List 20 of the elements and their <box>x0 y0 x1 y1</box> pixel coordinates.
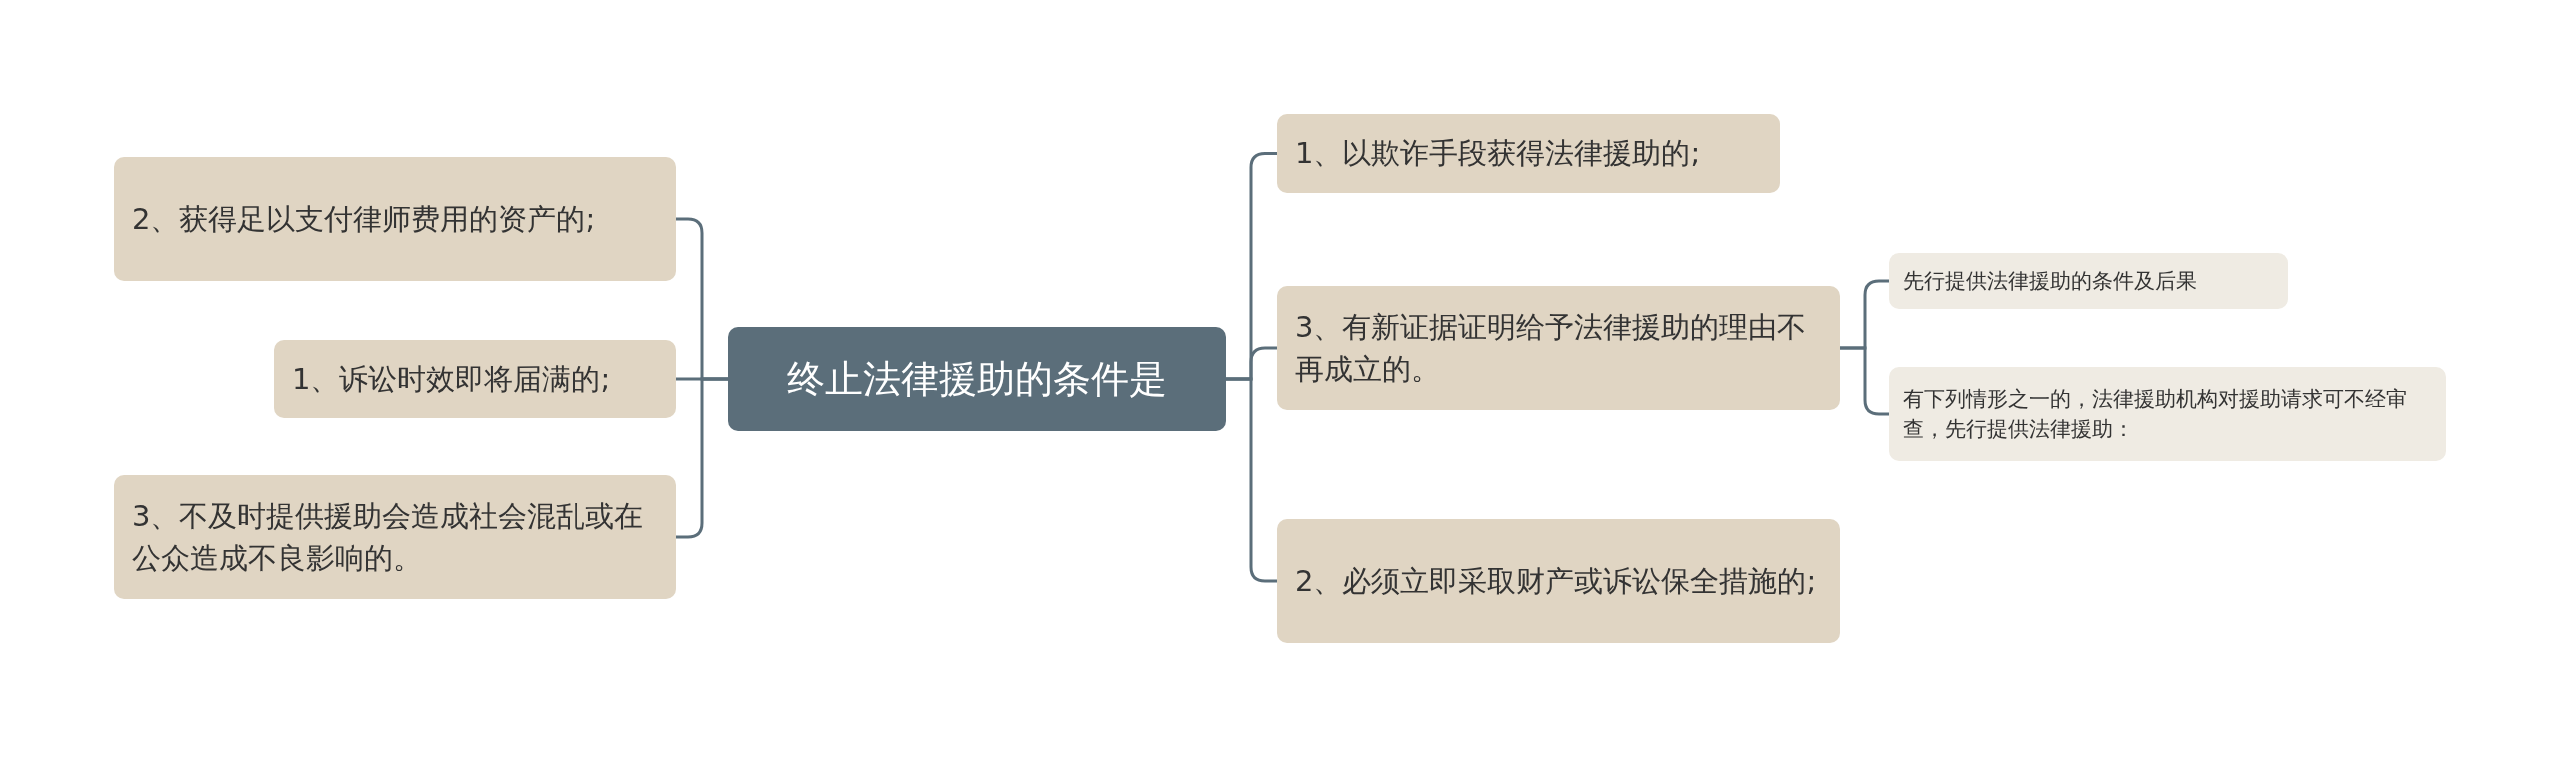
topic-box <box>1277 286 1840 410</box>
topic-text: 3、有新证据证明给予法律援助的理由不再成立的。 <box>1295 308 1808 388</box>
subtopic-box <box>1889 367 2446 461</box>
topic-text: 先行提供法律援助的条件及后果 <box>1903 267 2197 295</box>
topic-text: 1、诉讼时效即将届满的; <box>292 360 611 398</box>
central-topic-box <box>728 327 1226 431</box>
topic-text: 2、必须立即采取财产或诉讼保全措施的; <box>1295 562 1817 600</box>
topic-text: 有下列情形之一的，法律援助机构对援助请求可不经审查，先行提供法律援助： <box>1903 385 2408 443</box>
topic-text: 1、以欺诈手段获得法律援助的; <box>1295 135 1701 173</box>
topic-box <box>1277 519 1840 643</box>
connector-line <box>1226 377 1277 583</box>
topic-box <box>114 157 676 281</box>
topic-box <box>114 475 676 599</box>
topic-box <box>1277 114 1780 193</box>
connector-line <box>1840 346 1889 416</box>
topic-text: 3、不及时提供援助会造成社会混乱或在公众造成不良影响的。 <box>132 497 645 577</box>
topic-text: 2、获得足以支付律师费用的资产的; <box>132 200 596 238</box>
topic-title: 终止法律援助的条件是 <box>787 355 1167 403</box>
topic-box <box>274 340 676 418</box>
subtopic-box <box>1889 253 2288 309</box>
